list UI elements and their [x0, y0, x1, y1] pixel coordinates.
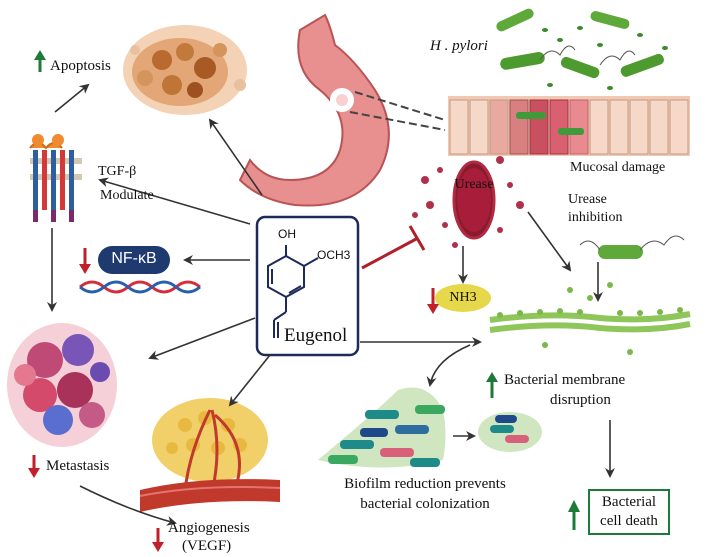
down-arrow-nfkb-icon: [79, 248, 91, 274]
membrane-disruption-label-1: Bacterial membrane: [504, 372, 626, 388]
angiogenesis-label: Angiogenesis: [168, 520, 250, 536]
eugenol-label: Eugenol: [284, 325, 348, 346]
biofilm-large-icon: [318, 387, 446, 468]
biofilm-label-2: bacterial colonization: [360, 496, 490, 512]
eugenol-box: [255, 215, 360, 357]
bacterium-icon: [579, 235, 685, 259]
urease-inhibition-label-1: Urease: [568, 192, 607, 207]
down-arrow-nh3-icon: [427, 288, 439, 314]
tgf-beta-receptor-icon: [29, 134, 82, 222]
mucosal-damage-label: Mucosal damage: [570, 160, 666, 175]
cell-death-label-2: cell death: [600, 513, 658, 529]
oh-label: OH: [278, 227, 296, 241]
up-arrow-apoptosis-icon: [34, 50, 46, 72]
nh3-label: NH3: [449, 290, 477, 305]
cell-death-box: [588, 489, 670, 535]
inhibition-symbol: [361, 225, 426, 270]
up-arrow-membrane-icon: [486, 372, 498, 398]
tumor-cells-icon: [7, 323, 117, 447]
biofilm-label-1: Biofilm reduction prevents: [344, 476, 506, 492]
eugenol-structure-icon: [267, 245, 319, 338]
nh3-bubble: [435, 284, 491, 312]
angiogenesis-vessel-icon: [139, 398, 281, 512]
down-arrow-metastasis-icon: [28, 455, 40, 478]
nf-kb-label: NF-κB: [111, 250, 157, 267]
stomach-icon: [238, 13, 446, 207]
nf-kb-badge: [98, 246, 170, 274]
urease-inhibition-label-2: inhibition: [568, 210, 623, 225]
cell-death-label-1: Bacterial: [601, 494, 657, 510]
bacterial-membrane-icon: [489, 282, 691, 355]
apoptosis-label: Apoptosis: [50, 58, 111, 74]
down-arrow-angiogenesis-icon: [152, 528, 164, 552]
mucosa-icon: [448, 96, 690, 156]
apoptotic-cells-icon: [123, 25, 247, 115]
dna-helix-icon: [79, 280, 201, 294]
membrane-disruption-label-2: disruption: [550, 392, 611, 408]
modulate-label: Modulate: [100, 188, 154, 203]
metastasis-label: Metastasis: [46, 458, 110, 474]
h-pylori-bacteria-icon: [496, 8, 668, 90]
och3-label: OCH3: [317, 248, 351, 262]
vegf-label: (VEGF): [182, 538, 232, 554]
h-pylori-label: H . pylori: [430, 38, 488, 54]
urease-enzyme-icon: [412, 156, 524, 248]
biofilm-small-icon: [478, 412, 542, 452]
tgf-beta-label: TGF-β: [98, 164, 137, 179]
urease-label: Urease: [454, 177, 494, 192]
up-arrow-cell-death-icon: [568, 500, 580, 530]
pathway-arrows: [47, 83, 615, 526]
